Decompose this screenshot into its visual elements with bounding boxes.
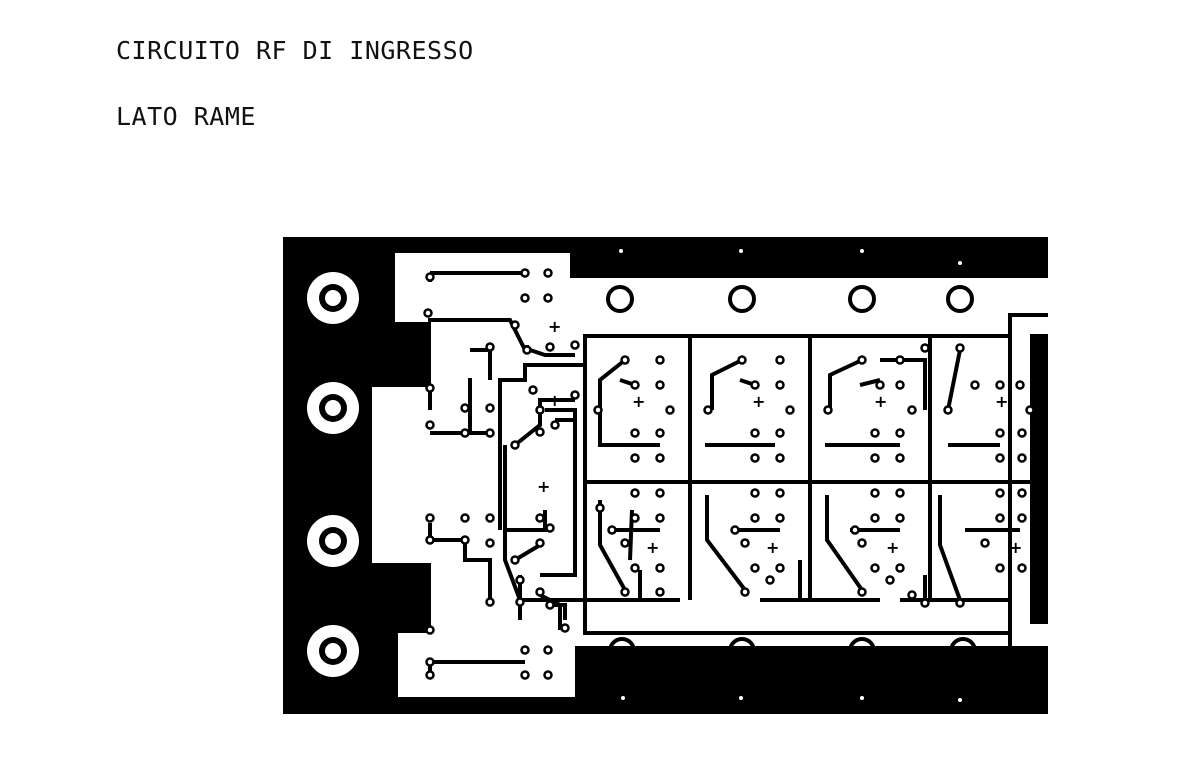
strip-dots [619,249,962,702]
ground-bar [1030,334,1048,624]
polarity-mark: + [886,538,899,557]
stage-traces [598,349,1020,605]
polarity-mark: + [646,538,659,557]
polarity-mark: + [1009,538,1022,557]
polarity-mark: + [548,317,561,336]
bus-traces [583,334,1030,635]
polarity-mark: + [766,538,779,557]
drawing-title: CIRCUITO RF DI INGRESSO [116,36,474,65]
polarity-mark: + [632,392,645,411]
mounting-holes [606,285,977,665]
connector-pads [307,272,359,677]
polarity-mark: + [874,392,887,411]
polarity-mark: + [995,392,1008,411]
polarity-mark: + [752,392,765,411]
drawing-subtitle: LATO RAME [116,102,256,131]
polarity-mark: + [548,391,561,410]
polarity-mark: + [537,477,550,496]
component-pads [423,268,1035,680]
polarity-marks: + + + + + + + + + + + [537,317,1022,557]
